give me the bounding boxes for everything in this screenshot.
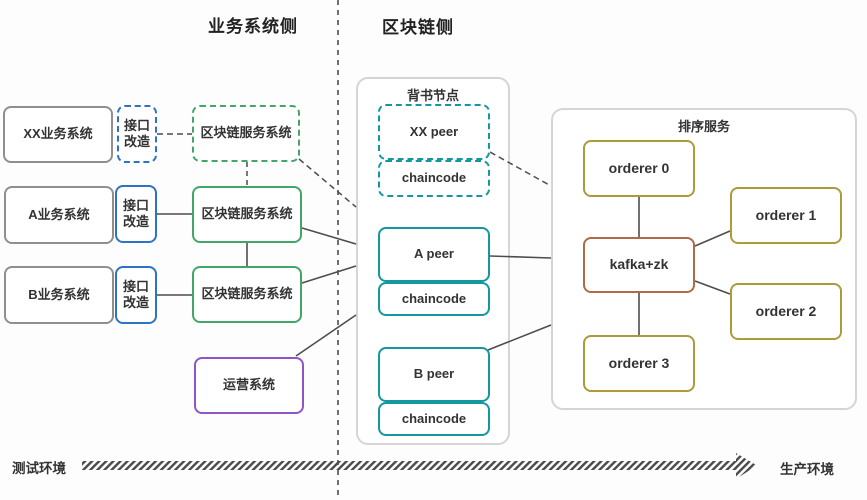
adapter-label-line1: 接口	[123, 117, 150, 133]
a-chaincode-box: chaincode	[378, 282, 490, 316]
endorsement-container-title: 背书节点	[406, 88, 459, 103]
adapter-label-line1: 接口	[122, 278, 149, 294]
kafka-zk-box: kafka+zk	[583, 237, 695, 293]
orderer-3-box: orderer 3	[583, 335, 695, 392]
adapter-label-line2: 改造	[122, 214, 149, 229]
production-environment-label: 生产环境	[780, 462, 834, 477]
adapter-label-line2: 改造	[122, 295, 149, 310]
a-peer-box: A peer	[378, 227, 490, 282]
b-chaincode-box: chaincode	[378, 402, 490, 436]
orderer-0-box: orderer 0	[583, 140, 695, 197]
blockchain-side-header: 区块链侧	[382, 18, 454, 37]
a-interface-adapter-box: 接口改造	[115, 185, 157, 243]
xx-business-system-box: XX业务系统	[3, 106, 113, 163]
test-environment-label: 测试环境	[12, 461, 66, 476]
ordering-container-title: 排序服务	[677, 119, 730, 134]
b-blockchain-service-box: 区块链服务系统	[192, 266, 302, 323]
xx-blockchain-service-box: 区块链服务系统	[192, 105, 300, 162]
orderer-1-box: orderer 1	[730, 187, 842, 244]
adapter-label-line2: 改造	[123, 134, 150, 149]
orderer-2-box: orderer 2	[730, 283, 842, 340]
adapter-label-line1: 接口	[122, 197, 149, 213]
a-blockchain-service-box: 区块链服务系统	[192, 186, 302, 243]
b-interface-adapter-box: 接口改造	[115, 266, 157, 324]
environment-arrow	[82, 453, 757, 479]
xx-peer-box: XX peer	[378, 104, 490, 160]
operations-system-box: 运营系统	[194, 357, 304, 414]
b-peer-box: B peer	[378, 347, 490, 402]
business-side-header: 业务系统侧	[208, 17, 298, 36]
b-business-system-box: B业务系统	[4, 266, 114, 324]
xx-chaincode-box: chaincode	[378, 160, 490, 197]
xx-interface-adapter-box: 接口改造	[117, 105, 157, 163]
a-business-system-box: A业务系统	[4, 186, 114, 244]
